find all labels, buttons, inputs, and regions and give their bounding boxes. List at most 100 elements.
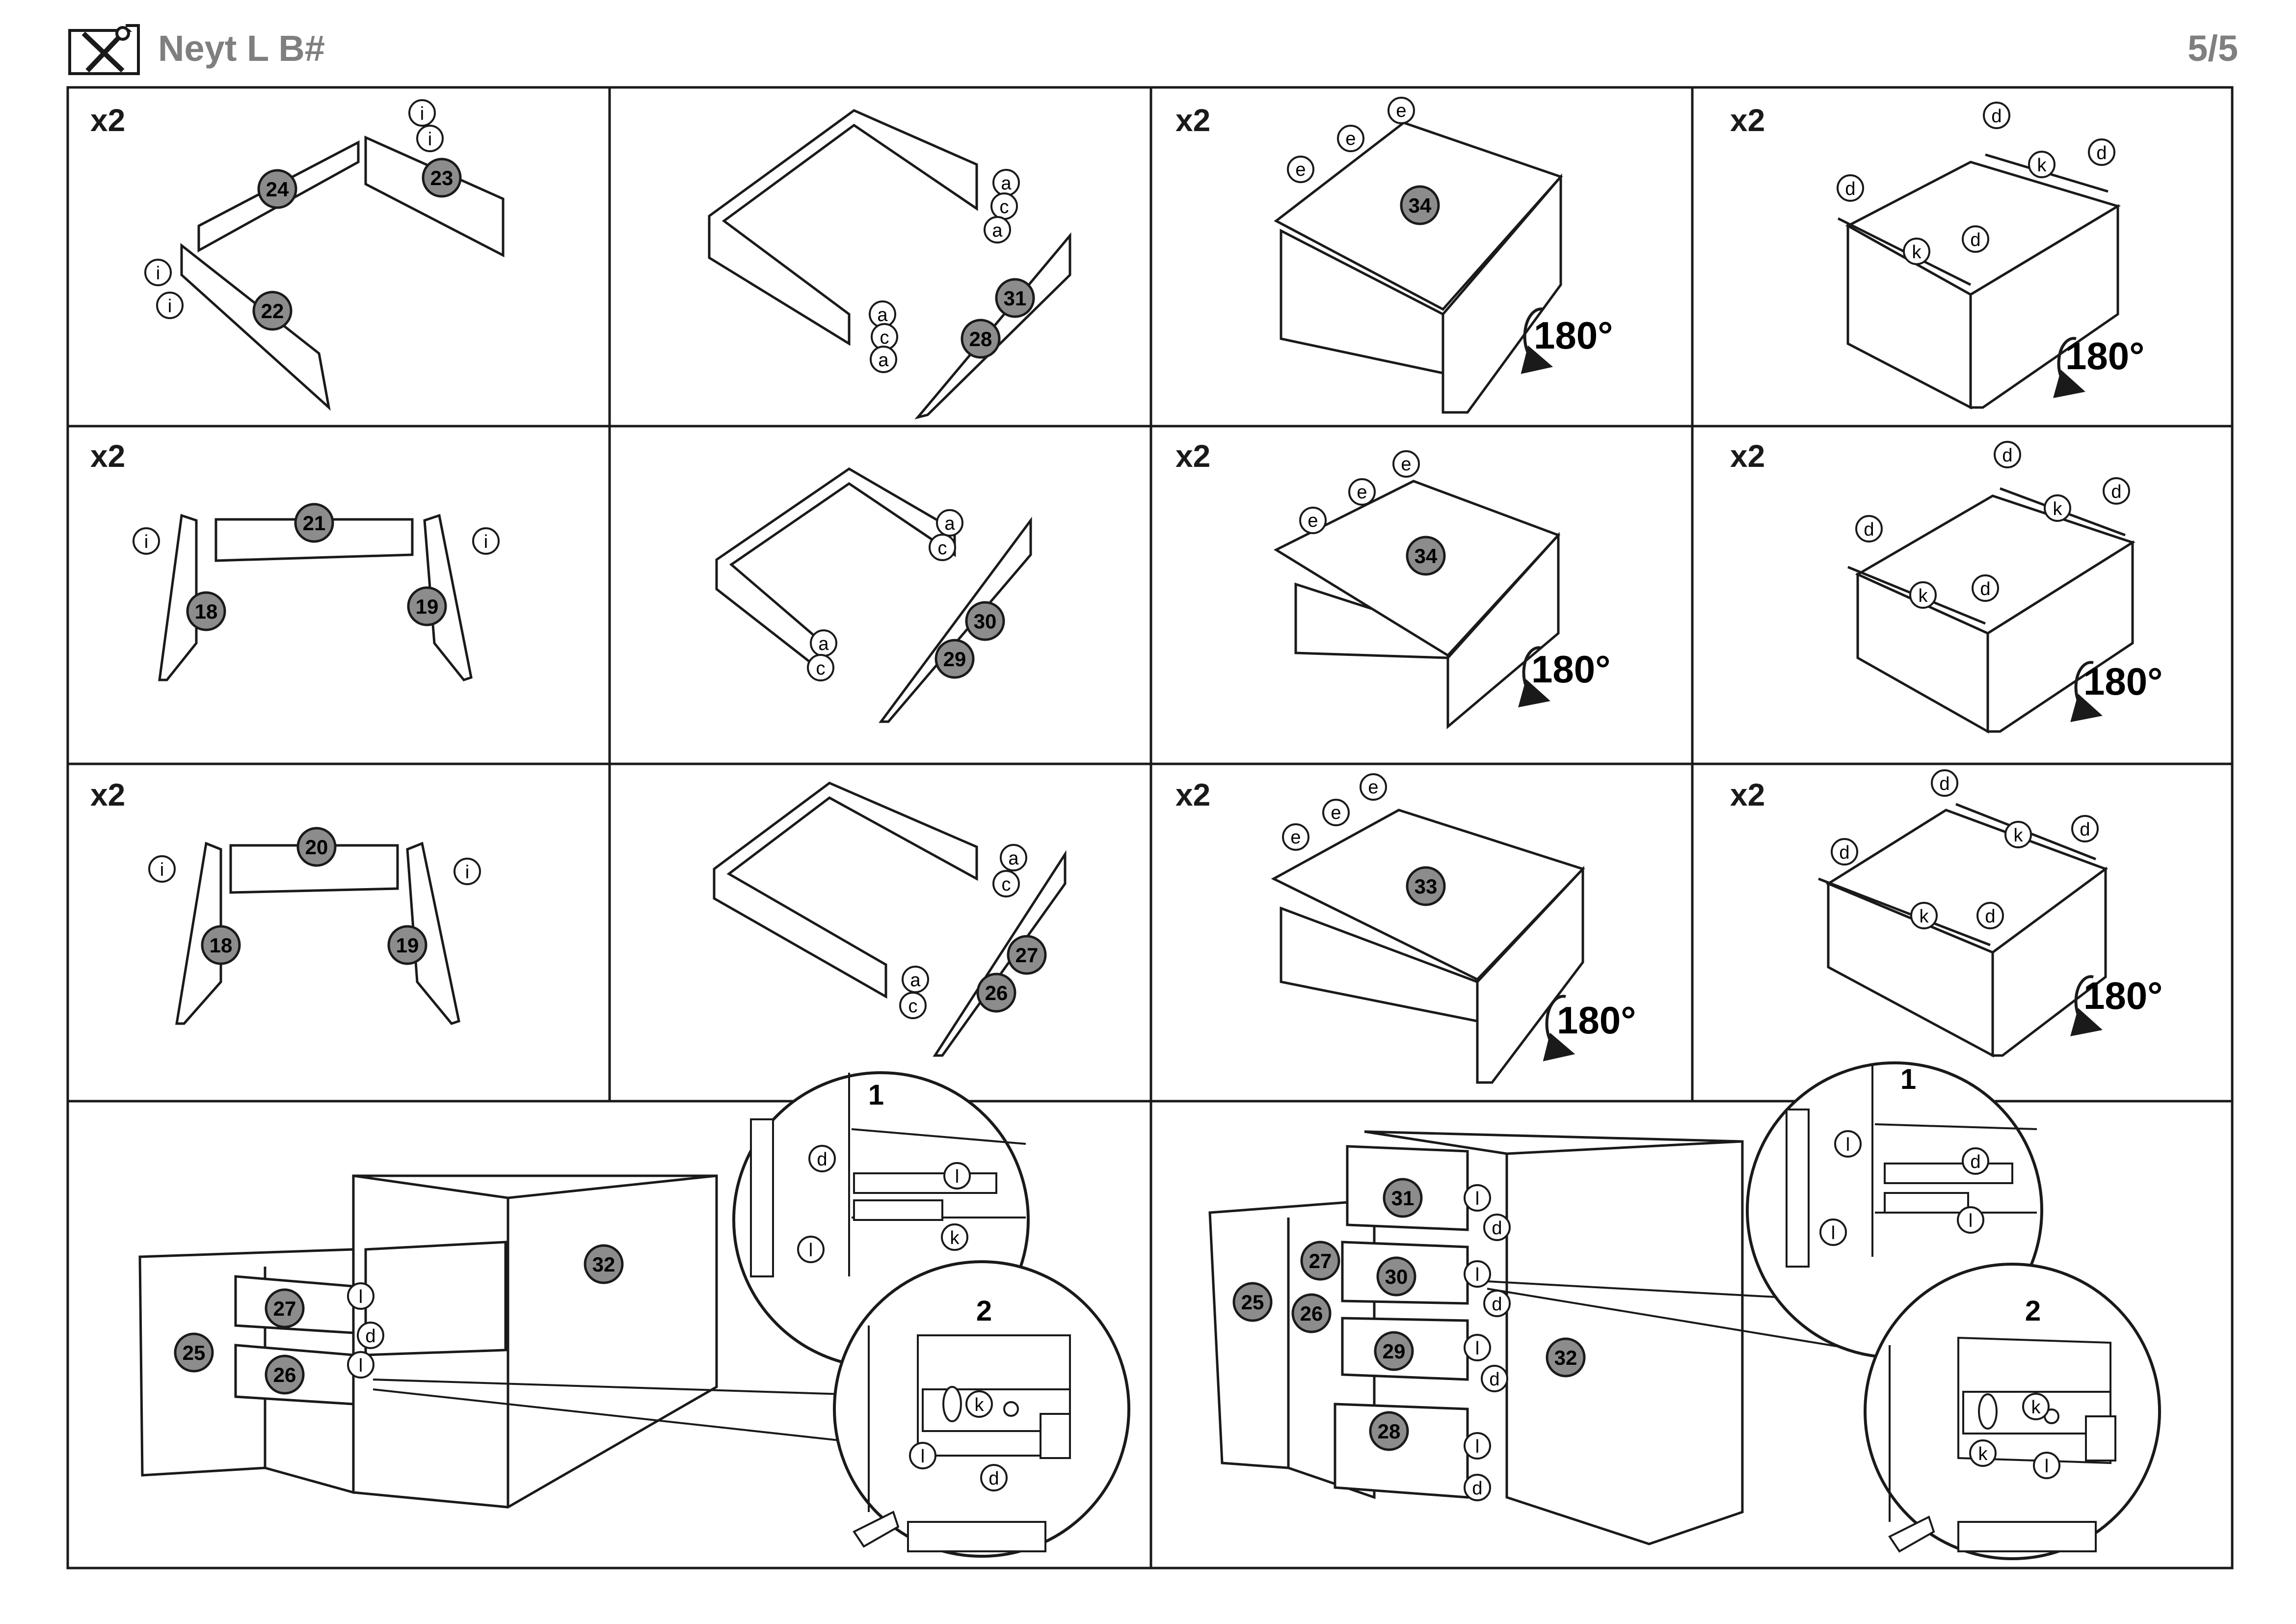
panel-r3c3 (1271, 809, 1585, 1084)
letter-a: a (1008, 848, 1019, 869)
part-label-31: 31 (1004, 287, 1027, 310)
part-label-26: 26 (1300, 1302, 1323, 1325)
part-label-30: 30 (974, 610, 997, 633)
letter-d: d (2111, 482, 2121, 502)
letter-k: k (1919, 586, 1928, 606)
letter-k: l (1831, 1223, 1835, 1244)
part-label-22: 22 (261, 299, 284, 323)
multiplier-r1c1: x2 (90, 103, 126, 138)
letter-e: e (1368, 777, 1378, 798)
letter-e: e (1345, 129, 1356, 149)
step-number: 2 (976, 1295, 992, 1327)
part-label-29: 29 (943, 648, 966, 671)
letter-d: d (1492, 1218, 1502, 1239)
letter-l: l (1475, 1265, 1479, 1285)
tools-icon (68, 24, 140, 75)
letter-d: d (1980, 579, 1990, 599)
letter-d: d (1839, 842, 1849, 863)
letter-d: d (988, 1468, 999, 1489)
part-label-33: 33 (1415, 875, 1438, 898)
multiplier-r2c4: x2 (1730, 438, 1765, 474)
letter-i: i (160, 860, 164, 880)
part-label-26: 26 (273, 1363, 296, 1386)
part-label-28: 28 (969, 327, 992, 351)
letter-d: d (1489, 1369, 1499, 1390)
part-label-23: 23 (430, 166, 454, 189)
panel-r3c4 (1818, 803, 2109, 1058)
part-label-32: 32 (1554, 1346, 1577, 1369)
grid-lines (66, 86, 2234, 1570)
letter-e: e (1290, 827, 1301, 848)
letter-l: l (1475, 1189, 1479, 1209)
rotation-label: 180° (2065, 334, 2144, 378)
letter-d: d (365, 1326, 375, 1347)
part-label-28: 28 (1378, 1420, 1401, 1443)
part-label-21: 21 (303, 512, 326, 535)
part-label-27: 27 (1015, 944, 1039, 967)
document-title: Neyt L B# (158, 28, 325, 69)
part-label-32: 32 (592, 1253, 615, 1276)
letter-d: d (1991, 106, 2002, 127)
letter-c: c (880, 327, 889, 348)
letter-d: d (2096, 143, 2107, 163)
multiplier-r1c4: x2 (1730, 103, 1765, 138)
detail-1-right-content (1786, 1065, 2037, 1268)
letter-a: a (818, 634, 829, 654)
letter-c: c (938, 538, 947, 559)
step-number: 1 (868, 1079, 884, 1111)
part-label-18: 18 (210, 934, 233, 957)
letter-k: l (809, 1240, 813, 1261)
letter-l: k (2031, 1397, 2041, 1418)
letter-a: a (878, 350, 889, 371)
letter-l: l (359, 1287, 363, 1307)
part-label-27: 27 (1309, 1249, 1332, 1272)
step-number: 2 (2025, 1295, 2041, 1327)
letter-l: l (1475, 1338, 1479, 1359)
multiplier-r2c3: x2 (1175, 438, 1211, 474)
letter-d: d (1985, 906, 1995, 927)
letter-d: d (1939, 774, 1949, 794)
letter-l: l (1475, 1436, 1479, 1457)
letter-k: k (2053, 499, 2063, 519)
part-label-30: 30 (1385, 1265, 1408, 1288)
letter-c: c (1002, 874, 1011, 895)
letter-k: k (2037, 155, 2047, 176)
panel-r2c2 (715, 467, 1032, 723)
rotation-label: 180° (2083, 974, 2163, 1017)
letter-l: d (1970, 1152, 1980, 1172)
letter-a: a (1001, 173, 1012, 194)
part-label-31: 31 (1391, 1187, 1415, 1210)
multiplier-r3c1: x2 (90, 777, 126, 812)
letter-d: d (2080, 819, 2090, 840)
letter-e: e (1308, 511, 1318, 531)
letter-e: e (1396, 101, 1406, 121)
part-label-24: 24 (266, 178, 289, 201)
part-label-27: 27 (273, 1297, 296, 1320)
letter-d: d (1970, 230, 1980, 250)
panel-bottom-left (138, 1174, 718, 1509)
letter-l: l (359, 1355, 363, 1376)
part-label-18: 18 (195, 600, 218, 623)
letter-l: d (817, 1149, 827, 1170)
letter-d: d (1472, 1478, 1482, 1499)
part-label-20: 20 (305, 836, 328, 859)
page-number: 5/5 (2188, 28, 2238, 69)
detail-2-left-content (853, 1326, 1071, 1552)
letter-k: k (950, 1228, 960, 1248)
rotation-label: 180° (1531, 648, 1610, 691)
letter-k: k (1920, 906, 1929, 927)
letter-i: i (465, 862, 469, 883)
letter-a: a (877, 305, 888, 325)
letter-e: e (1401, 454, 1411, 475)
part-label-34: 34 (1409, 194, 1432, 217)
letter-i: i (420, 104, 424, 124)
multiplier-r3c3: x2 (1175, 777, 1211, 812)
letter-d: d (1845, 179, 1855, 199)
rotation-label: 180° (1534, 314, 1613, 357)
letter-a: a (992, 220, 1003, 241)
letter-l: l (955, 1166, 959, 1187)
letter-a: a (910, 970, 921, 991)
part-label-34: 34 (1415, 544, 1438, 568)
multiplier-r3c4: x2 (1730, 777, 1765, 812)
